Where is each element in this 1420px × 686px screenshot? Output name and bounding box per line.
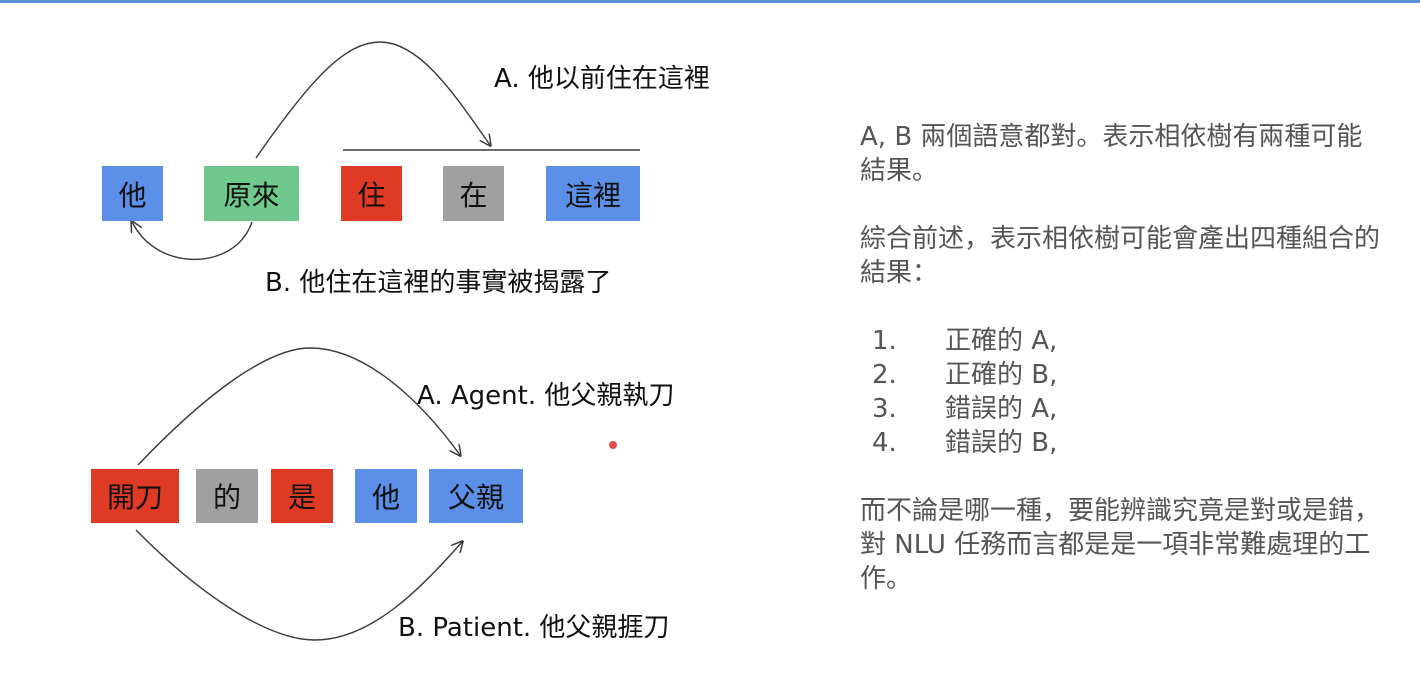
list-text: 正確的 B,	[945, 360, 1058, 390]
arc-b1	[132, 222, 253, 260]
list-number: 1.	[872, 326, 897, 356]
word-box-de: 的	[196, 469, 258, 523]
word-box-zai: 在	[443, 166, 504, 221]
word-box-ta-2: 他	[355, 469, 417, 523]
word-box-zheli: 這裡	[546, 166, 640, 221]
explanation-para-1: A, B 兩個語意都對。表示相依樹有兩種可能結果。	[860, 122, 1363, 186]
list-number: 3.	[872, 394, 897, 424]
word-box-fuqin: 父親	[429, 469, 523, 523]
list-number: 2.	[872, 360, 897, 390]
word-box-ta-1: 他	[102, 166, 163, 221]
list-item: 4. 錯誤的 B,	[872, 426, 1380, 460]
list-item: 2. 正確的 B,	[872, 358, 1380, 392]
arc-a2	[137, 347, 460, 466]
explanation-para-2: 綜合前述，表示相依樹可能會產出四種組合的結果：	[860, 224, 1381, 288]
diagram2-label-a: A. Agent. 他父親執刀	[417, 381, 675, 411]
arc-a1	[255, 41, 490, 159]
pointer-dot	[609, 441, 617, 449]
top-accent-bar	[0, 0, 1420, 3]
list-item: 1. 正確的 A,	[872, 324, 1380, 358]
list-text: 正確的 A,	[945, 326, 1058, 356]
list-number: 4.	[872, 428, 897, 458]
explanation-panel: A, B 兩個語意都對。表示相依樹有兩種可能結果。 綜合前述，表示相依樹可能會產…	[860, 120, 1380, 630]
combination-list: 1. 正確的 A, 2. 正確的 B, 3. 錯誤的 A, 4. 錯誤的 B,	[860, 324, 1380, 460]
word-box-kaidao: 開刀	[91, 469, 179, 523]
list-text: 錯誤的 A,	[945, 394, 1058, 424]
explanation-para-3: 而不論是哪一種，要能辨識究竟是對或是錯，對 NLU 任務而言都是是一項非常難處理…	[860, 496, 1381, 594]
word-box-zhu: 住	[341, 166, 402, 221]
word-box-yuanlai: 原來	[204, 166, 299, 221]
diagram1-label-a: A. 他以前住在這裡	[494, 64, 710, 94]
word-box-shi: 是	[271, 469, 333, 523]
diagram1-label-b: B. 他住在這裡的事實被揭露了	[265, 268, 612, 298]
list-text: 錯誤的 B,	[945, 428, 1058, 458]
list-item: 3. 錯誤的 A,	[872, 392, 1380, 426]
diagram2-label-b: B. Patient. 他父親捱刀	[398, 613, 670, 643]
